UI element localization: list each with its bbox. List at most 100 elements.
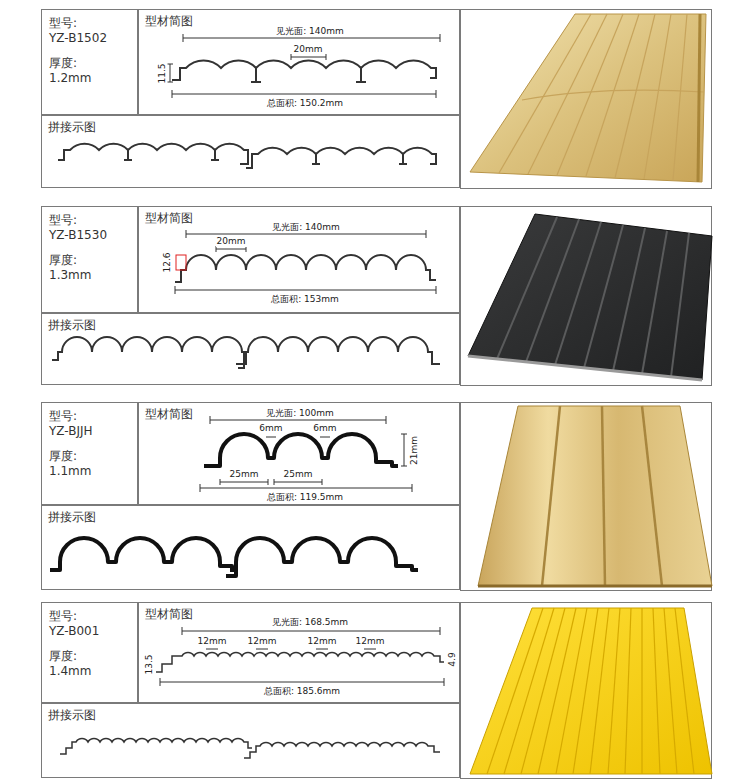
product-photo-yellow: [675, 608, 694, 774]
model-spec-text: 型号:: [49, 213, 77, 227]
dimension-label: 总面积: 153mm: [270, 294, 340, 305]
splice-drawing: [60, 739, 440, 758]
product-photo-gold: [470, 14, 706, 182]
product-photo-yellow: [590, 608, 609, 774]
model-cell: 型号:YZ-B1502厚度:1.2mm: [41, 9, 138, 115]
product-photo-gold-ribbed: [542, 406, 560, 586]
dimension-label: 21mm: [409, 435, 420, 466]
product-photo-yellow: [625, 608, 631, 774]
model-cell: 型号:YZ-B001厚度:1.4mm: [41, 602, 138, 703]
dimension-label: 25mm: [283, 469, 314, 480]
profile-drawing: [204, 434, 398, 466]
dimension-label: 见光面: 140mm: [275, 26, 345, 37]
profile-drawing: [172, 60, 436, 82]
dimension-label: 12mm: [247, 636, 278, 647]
model-spec-text: 厚度:: [49, 56, 77, 70]
dimension-label: 4.9: [446, 651, 457, 667]
photo-cell-frame: [461, 10, 712, 779]
splice-drawing: [50, 538, 232, 572]
dimension-line: [175, 230, 436, 294]
photo-cell-frame: [461, 207, 712, 386]
drawing-cell: 拼接示图: [41, 505, 460, 590]
model-cell: 型号:YZ-BJJH厚度:1.1mm: [41, 402, 138, 505]
drawing-cell: 拼接示图: [41, 703, 460, 778]
dimension-line: [167, 64, 173, 82]
profile-drawing: [251, 68, 366, 82]
cell-heading: 拼接示图: [48, 708, 96, 722]
product-photo-gold-ribbed: [478, 406, 712, 586]
splice-drawing: [58, 144, 248, 164]
product-photo-yellow: [641, 608, 642, 774]
profile-drawing: [172, 60, 436, 80]
dimension-label: 见光面: 168.5mm: [271, 617, 349, 628]
dimension-label: 12mm: [355, 636, 386, 647]
product-photo-yellow: [521, 608, 565, 774]
product-photo-black: [468, 214, 712, 380]
splice-drawing: [60, 739, 252, 754]
dimension-line: [160, 627, 444, 686]
product-photo-gold-ribbed: [478, 406, 712, 586]
cell-heading: 拼接示图: [48, 318, 96, 332]
model-spec-text: YZ-B1530: [49, 228, 107, 242]
model-spec-text: YZ-B1502: [49, 31, 107, 45]
dimension-label: 13.5: [143, 653, 154, 675]
dimension-line: [216, 246, 246, 252]
dimension-line: [266, 437, 330, 438]
product-photo-yellow: [504, 608, 554, 774]
product-photo-gold: [586, 14, 639, 176]
cell-heading: 型材简图: [145, 14, 193, 28]
product-photo-gold: [644, 14, 671, 179]
model-spec-text: 1.1mm: [49, 464, 91, 478]
product-photo-black: [671, 233, 689, 377]
dimension-label: 总面积: 150.2mm: [266, 98, 344, 109]
splice-drawing: [238, 337, 440, 368]
dimension-label: 见光面: 100mm: [265, 408, 335, 419]
product-photo-yellow: [664, 608, 677, 774]
splice-drawing: [52, 337, 246, 364]
dimension-line: [206, 649, 376, 650]
product-photo-yellow: [487, 608, 543, 774]
product-photo-black: [584, 225, 623, 368]
model-spec-text: YZ-B001: [49, 624, 99, 638]
dimension-label: 总面积: 119.5mm: [266, 492, 344, 503]
dimension-line: [182, 627, 440, 635]
dimension-line: [401, 434, 407, 466]
highlight-box: [176, 255, 186, 270]
product-photo-black: [613, 228, 645, 371]
product-photo-gold: [499, 14, 591, 173]
profile-drawing: [175, 255, 436, 282]
product-photo-black: [468, 356, 702, 380]
product-photo-yellow: [608, 608, 620, 774]
dimension-line: [167, 34, 440, 98]
model-spec-text: 厚度:: [49, 649, 77, 663]
product-photo-gold: [615, 14, 655, 178]
product-photo-black: [642, 231, 667, 374]
product-photo-gold-ribbed: [602, 406, 605, 586]
splice-drawing: [58, 144, 436, 168]
profile-drawing: [175, 255, 436, 282]
product-photo-black: [526, 219, 579, 362]
dimension-label: 12mm: [197, 636, 228, 647]
model-spec-text: 1.4mm: [49, 664, 91, 678]
product-photo-gold: [673, 14, 687, 180]
photo-cell-frame: [461, 603, 712, 779]
product-photo-yellow: [556, 608, 587, 774]
product-photo-black: [497, 217, 689, 377]
splice-drawing: [50, 538, 418, 576]
dimension-label: 见光面: 140mm: [271, 222, 341, 233]
product-photo-yellow: [487, 608, 694, 774]
splice-drawing: [52, 337, 440, 368]
product-photo-gold: [522, 90, 704, 100]
dimension-label: 20mm: [293, 44, 324, 55]
product-photo-gold: [470, 14, 706, 182]
product-photo-yellow: [538, 608, 576, 774]
dimension-label: 总面积: 185.6mm: [263, 686, 341, 697]
splice-drawing: [226, 538, 418, 576]
dimension-line: [220, 479, 322, 485]
dimension-label: 25mm: [229, 469, 260, 480]
drawing-cell: 拼接示图: [41, 115, 460, 188]
splice-drawing: [246, 148, 436, 168]
product-photo-yellow: [653, 608, 660, 774]
